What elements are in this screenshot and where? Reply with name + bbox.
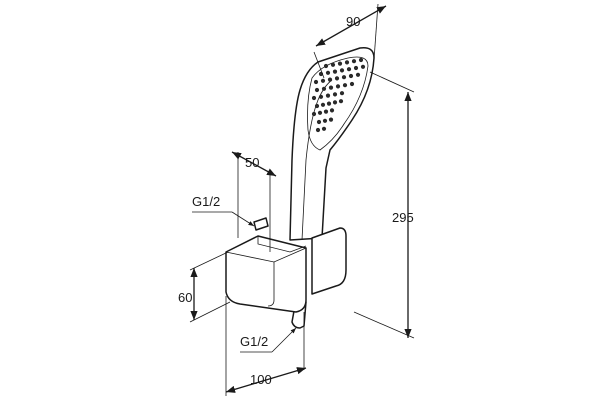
nozzle-dot [314,87,320,93]
ext-line-90-a [313,51,325,79]
dim-line-90 [315,5,387,47]
nozzle-dot [323,109,329,114]
nozzle-dot [346,67,352,72]
nozzle-dot [311,95,317,101]
nozzle-dot [315,127,321,133]
nozzle-dot [334,76,340,81]
nozzle-dot [322,118,328,123]
wall-holder [225,217,347,313]
nozzle-dot [339,68,345,73]
nozzle-dot [353,65,359,71]
nozzle-dot [321,126,327,131]
nozzle-dot [351,59,357,64]
dimension-lines [189,3,415,396]
nozzle-dot [325,93,331,98]
nozzle-dot [327,77,333,82]
leader-g12-top [231,211,255,227]
nozzle-dot [328,85,334,90]
nozzle-dot [332,100,338,105]
spray-nozzles [311,57,366,133]
holder-block [225,235,307,313]
nozzle-dot [349,81,355,87]
nozzle-dot [355,72,361,77]
nozzle-dot [339,91,345,96]
dim-label-295: 295 [392,210,414,225]
holder-front-edge [267,262,275,307]
nozzle-dot [320,102,326,107]
leader-g12-bottom [271,327,297,353]
shower-head-face [307,56,369,151]
nozzle-dot [344,60,350,65]
nozzle-dot [314,103,320,109]
holder-back-plate [311,227,347,295]
nozzle-dot [313,79,319,85]
nozzle-dot [332,92,338,97]
dim-label-g12-bottom: G1/2 [240,334,268,349]
dim-label-50: 50 [245,155,259,170]
dim-line-50 [231,151,277,177]
nozzle-dot [342,83,348,88]
dim-label-g12-top: G1/2 [192,194,220,209]
nozzle-dot [326,101,332,106]
ext-line-60-bottom [189,301,231,323]
ext-line-295-top [369,71,415,93]
nozzle-dot [328,117,334,122]
nozzle-dot [332,69,338,74]
nozzle-dot [337,61,343,66]
nozzle-dot [348,73,354,79]
handle-outline [289,46,375,241]
nozzle-dot [321,86,327,91]
nozzle-dot [341,75,347,80]
dim-label-100: 100 [250,372,272,387]
nozzle-dot [358,57,364,63]
nozzle-dot [311,111,317,117]
nozzle-dot [329,108,335,113]
ext-line-60-top [189,251,229,271]
nozzle-dot [338,99,344,104]
hand-shower [289,46,375,329]
nozzle-dot [320,78,326,83]
holder-slot [257,236,307,253]
nozzle-dot [323,63,329,69]
nozzle-dot [360,64,366,69]
ext-line-295-bottom [353,311,415,339]
dim-label-60: 60 [178,290,192,305]
nozzle-dot [325,70,331,75]
nozzle-dot [335,84,341,89]
holder-inlet-pin [253,217,269,231]
nozzle-dot [316,119,322,125]
dim-line-100 [225,367,307,393]
nozzle-dot [318,94,324,99]
dim-label-90: 90 [346,14,360,29]
nozzle-dot [317,110,323,115]
nozzle-dot [330,62,336,67]
handle-inner-edge [301,79,333,241]
